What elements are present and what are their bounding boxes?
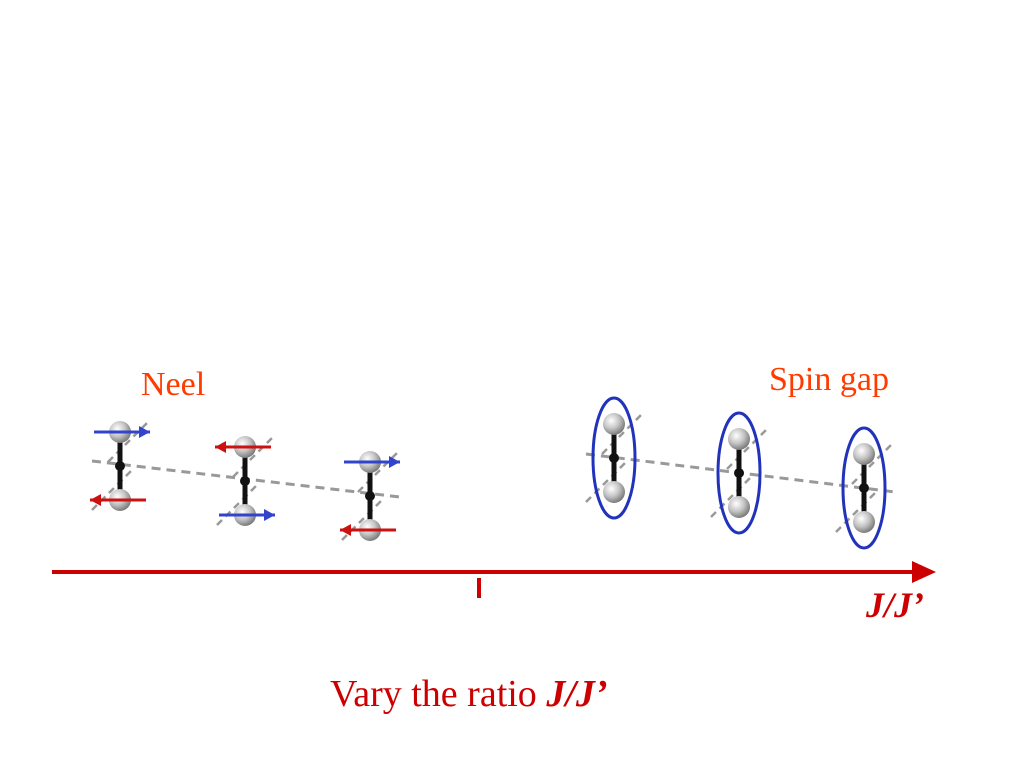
axis-label: J/J’ [866,585,924,625]
bond-center [240,476,250,486]
bond-center [115,461,125,471]
interchain-bond [710,476,752,518]
singlet-ellipse [841,426,887,550]
interchain-bond [357,451,399,493]
dimer [216,436,274,526]
atom-bottom [603,481,625,503]
atom-top [603,413,625,435]
caption: Vary the ratio J/J’ [330,672,608,716]
interchain-bond [232,436,274,478]
interchain-bond [216,484,258,526]
dimer [710,428,768,518]
atom-top [728,428,750,450]
atom-bottom [853,511,875,533]
singlet-ellipse [716,411,762,535]
dimer [835,443,893,533]
interchain-bond [851,443,893,485]
spin-arrow-left [90,494,146,506]
interchain-bond [107,421,149,463]
bond-center [734,468,744,478]
spin-arrow-right [219,509,275,521]
singlet-ellipse [591,396,637,520]
spin-arrow-right [344,456,400,468]
spin-arrow-left [215,441,271,453]
bond-center [859,483,869,493]
bond-center [365,491,375,501]
spin-arrow-right [94,426,150,438]
bond-center [609,453,619,463]
interchain-bond [341,499,383,541]
neel-dimer-chain [90,421,401,541]
singlet-dimer-chain [585,396,896,550]
atom-bottom [728,496,750,518]
interchain-bond [601,413,643,455]
atom-top [853,443,875,465]
caption-ratio: J/J’ [546,673,608,715]
axis-arrowhead [912,561,936,583]
interchain-bond [585,461,627,503]
spin-arrow-left [340,524,396,536]
interchain-bond [835,491,877,533]
caption-text: Vary the ratio [330,673,547,715]
dimer [341,451,399,541]
interchain-bond [91,469,133,511]
neel-phase-label: Neel [141,366,206,403]
coupling-axis [52,561,936,598]
interchain-bond [726,428,768,470]
dimer [585,413,643,503]
spin-gap-phase-label: Spin gap [769,361,889,398]
